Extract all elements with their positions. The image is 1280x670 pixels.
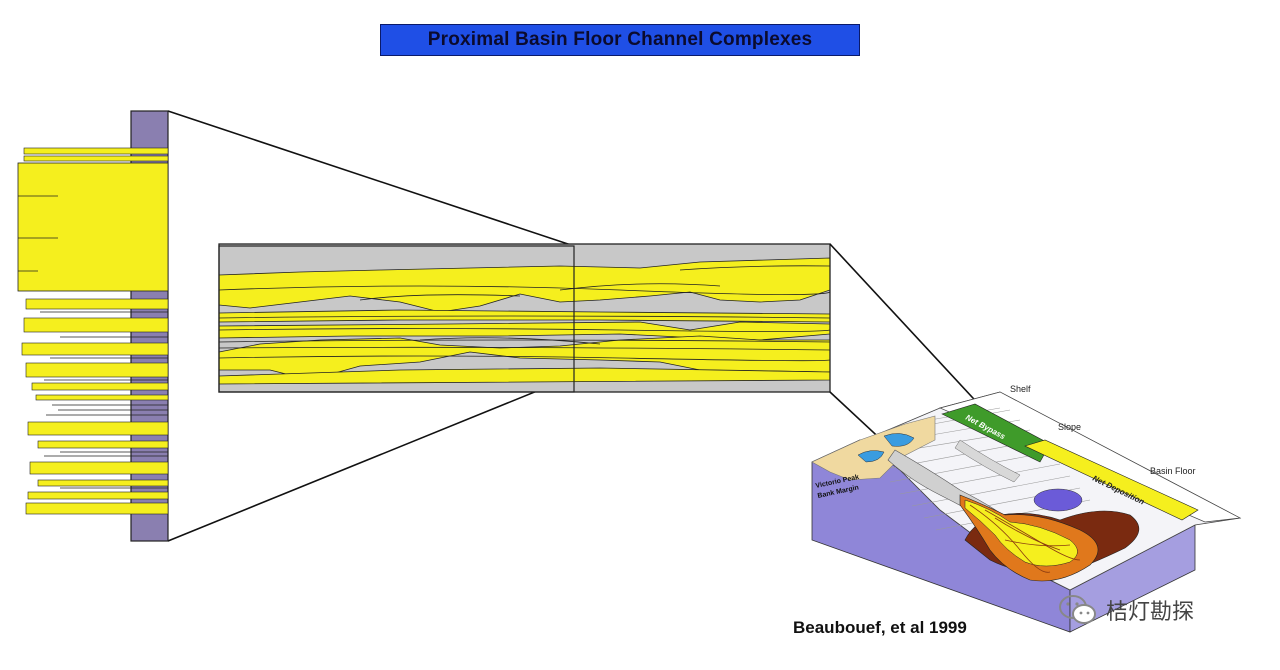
label-slope: Slope <box>1058 422 1081 432</box>
zoom-window <box>218 245 575 393</box>
label-shelf: Shelf <box>1010 384 1031 394</box>
title-banner: Proximal Basin Floor Channel Complexes <box>380 24 860 56</box>
watermark: 桔灯勘探 <box>1058 590 1258 630</box>
net-deposition-band <box>1024 439 1199 521</box>
blue-lobe <box>883 433 915 447</box>
log-sand-bed <box>23 155 169 162</box>
label-basin-floor: Basin Floor <box>1150 466 1196 476</box>
channel-fill <box>219 321 830 341</box>
log-inner-lines <box>18 195 58 272</box>
blue-lobe <box>857 450 885 463</box>
log-sand-bed <box>23 147 169 155</box>
canyon-system <box>954 439 1021 483</box>
log-thin-lines <box>40 311 168 489</box>
page-title: Proximal Basin Floor Channel Complexes <box>427 29 813 50</box>
log-sand-thick <box>17 162 169 292</box>
wechat-icon <box>1059 595 1096 624</box>
zoom-line-top-left <box>167 110 575 247</box>
bank-margin-patch <box>811 415 936 481</box>
zoom-line-bottom-left <box>167 375 575 542</box>
bedding-lines <box>219 265 830 362</box>
well-log <box>17 110 169 542</box>
block-diagram: Shelf Slope Basin Floor Net Bypass Net D… <box>811 384 1242 633</box>
log-sand-beds <box>21 298 169 515</box>
citation: Beaubouef, et al 1999 <box>793 618 967 637</box>
cross-section <box>218 243 831 393</box>
channel-fill <box>219 367 830 385</box>
purple-lobe <box>1033 488 1083 512</box>
watermark-text: 桔灯勘探 <box>1106 600 1195 625</box>
fan-channel-lines <box>969 504 1081 573</box>
